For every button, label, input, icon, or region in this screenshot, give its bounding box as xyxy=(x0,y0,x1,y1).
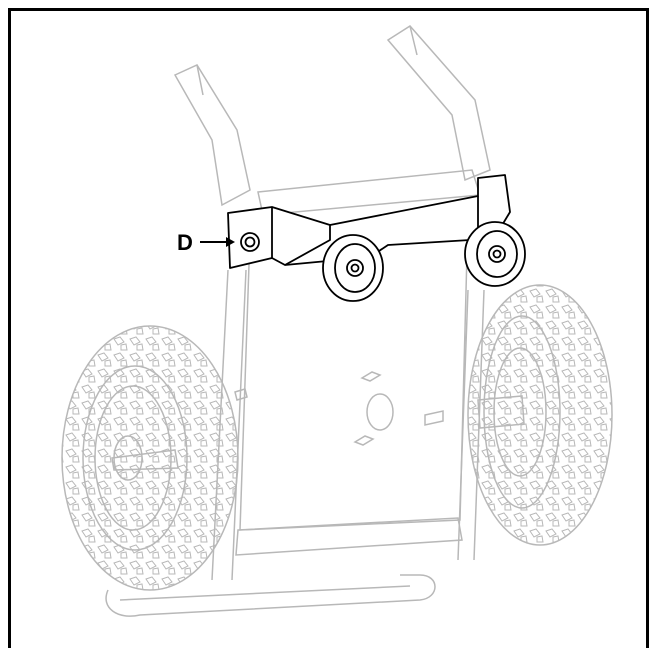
cart-handle-left xyxy=(173,64,251,207)
diagram-frame xyxy=(8,8,649,648)
wheel-left xyxy=(61,325,239,591)
caster-wheel-right xyxy=(464,221,526,287)
cart-handle-right xyxy=(386,25,491,182)
callout-label: D xyxy=(177,230,193,255)
caster-bracket xyxy=(227,174,511,269)
callout-d: D xyxy=(177,230,235,255)
cart-base xyxy=(105,574,436,617)
wheel-right xyxy=(467,284,613,546)
arrow-right-icon xyxy=(200,237,235,247)
caster-wheel-left xyxy=(322,234,384,302)
